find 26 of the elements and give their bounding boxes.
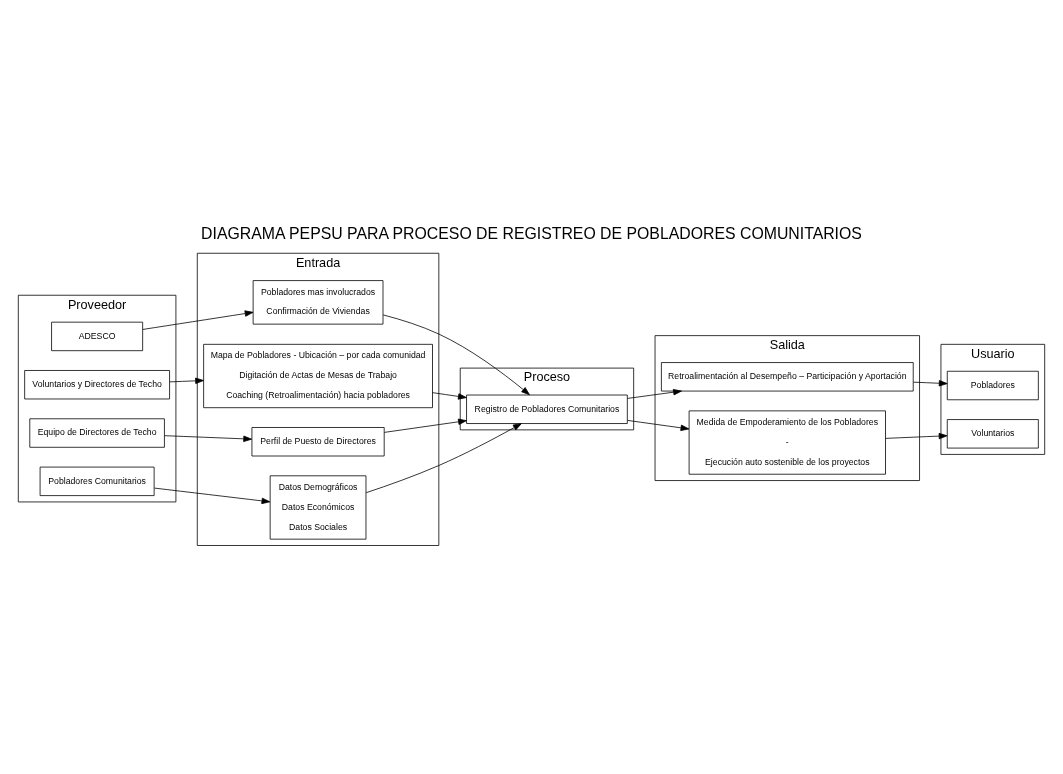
node-box: Perfil de Puesto de Directores <box>251 426 385 456</box>
node-box: Pobladores <box>946 370 1039 400</box>
arrow <box>142 309 254 330</box>
node-box: Pobladores Comunitarios <box>39 466 155 496</box>
node-box: Retroalimentación al Desempeño – Participación y Aportación <box>661 361 914 391</box>
node-box: Medida de Empoderamiento de los Pobladores - Ejecución auto sostenible de los proyectos <box>688 409 886 475</box>
arrow <box>627 388 682 399</box>
arrow <box>365 422 522 493</box>
arrow <box>382 314 530 395</box>
node-box: Voluntarios y Directores de Techo <box>24 369 170 399</box>
node-box: ADESCO <box>51 321 144 351</box>
node-box: Registro de Pobladores Comunitarios <box>466 394 628 424</box>
arrow <box>885 432 948 439</box>
arrow <box>164 434 253 442</box>
arrow <box>383 418 467 433</box>
arrow <box>627 419 690 431</box>
node-box: Pobladores mas involucrados Confirmación de Viviendas <box>252 279 384 325</box>
node-box: Voluntarios <box>946 418 1039 448</box>
node-box: Mapa de Pobladores - Ubicación – por cada comunidad Digitación de Actas de Mesas de Trabajo Coaching (Retroalimentación) hacia pobladores <box>203 343 433 408</box>
arrow <box>432 391 467 400</box>
node-box: Datos Demográficos Datos Económicos Datos Sociales <box>269 474 367 540</box>
node-box: Equipo de Directores de Techo <box>29 417 165 448</box>
arrow <box>913 379 948 386</box>
arrow <box>154 487 271 504</box>
diagram-title: DIAGRAMA PEPSU PARA PROCESO DE REGISTREO DE POBLADORES COMUNITARIOS <box>201 224 862 242</box>
arrow <box>169 377 204 384</box>
